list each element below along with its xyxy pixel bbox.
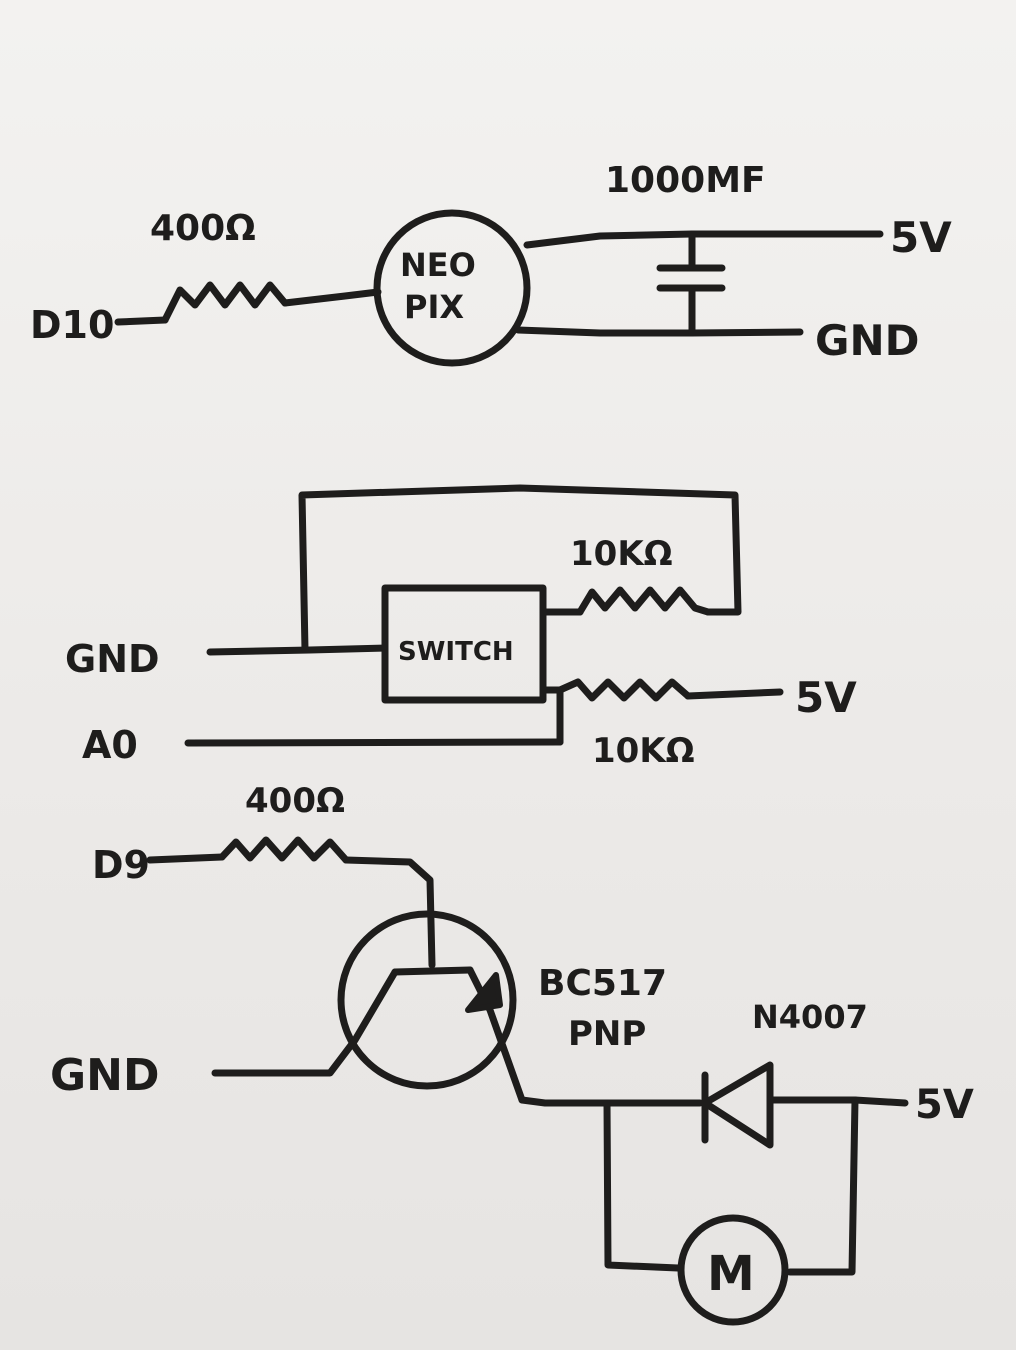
pin-label-d9: D9: [92, 843, 150, 887]
ground-label-gnd-2: GND: [65, 637, 160, 681]
capacitor-1000-icon: [656, 230, 726, 337]
motor-circle-icon: [677, 1214, 789, 1326]
resistor-400-icon: [161, 281, 289, 324]
neopixel-circuit: D10 400Ω NEO PIX 1000MF 5V GND: [30, 160, 952, 367]
wire-motor-left: [603, 1099, 682, 1272]
wire-emitter-diode: [518, 1096, 704, 1107]
neopixel-circle-icon: [373, 209, 531, 367]
wire-a0: [184, 738, 564, 747]
motor-circuit: D9 400Ω GND BC517 PNP N4007 5V M: [50, 781, 974, 1326]
resistor-10k-bottom-label: 10KΩ: [592, 731, 695, 771]
resistor-400-2-icon: [218, 836, 350, 864]
power-label-5v-1: 5V: [890, 213, 952, 262]
wire-neopixel-5v: [523, 230, 884, 249]
diode-icon: [701, 1061, 774, 1149]
resistor-10k-top-icon: [576, 586, 712, 616]
transistor-type-label: PNP: [568, 1014, 646, 1054]
wire-diode-5v: [766, 1096, 909, 1107]
power-label-5v-2: 5V: [795, 673, 857, 722]
resistor-10k-bottom-icon: [556, 678, 692, 702]
switch-circuit: GND A0 SWITCH 10KΩ 10KΩ 5V: [65, 484, 857, 771]
wire-loop-top: [298, 484, 742, 654]
transistor-model-label: BC517: [538, 963, 667, 1004]
diode-label: N4007: [752, 998, 868, 1036]
neopixel-label-line2: PIX: [404, 288, 464, 326]
wire-resistor-neopixel: [281, 288, 382, 307]
resistor-10k-top-label: 10KΩ: [570, 534, 673, 574]
pin-label-d10: D10: [30, 303, 114, 347]
wire-d10-resistor: [114, 316, 169, 326]
resistor-label-400: 400Ω: [150, 208, 256, 249]
analog-label-a0: A0: [82, 723, 138, 767]
ground-label-gnd-1: GND: [815, 316, 920, 365]
resistor-label-400-2: 400Ω: [245, 781, 345, 821]
wire-resistor-5v: [684, 688, 784, 700]
wire-resistor-base: [342, 856, 436, 969]
switch-box-icon: [381, 584, 547, 704]
transistor-arrow-icon: [465, 972, 503, 1013]
transistor-circle-icon: [337, 910, 517, 1090]
neopixel-label-line1: NEO: [400, 246, 476, 284]
switch-label: SWITCH: [398, 637, 514, 667]
wire-neopixel-gnd: [514, 326, 804, 337]
transistor-bar-icon: [391, 966, 474, 976]
wire-motor-right: [786, 1096, 859, 1276]
wire-gnd-switch: [206, 644, 389, 656]
transistor-collector-icon: [211, 968, 399, 1077]
ground-label-gnd-3: GND: [50, 1050, 159, 1101]
transistor-emitter-icon: [466, 966, 526, 1104]
wire-d9-resistor: [146, 853, 226, 864]
capacitor-label-1000: 1000MF: [605, 160, 766, 201]
power-label-5v-3: 5V: [915, 1082, 974, 1128]
motor-label: M: [707, 1246, 755, 1302]
